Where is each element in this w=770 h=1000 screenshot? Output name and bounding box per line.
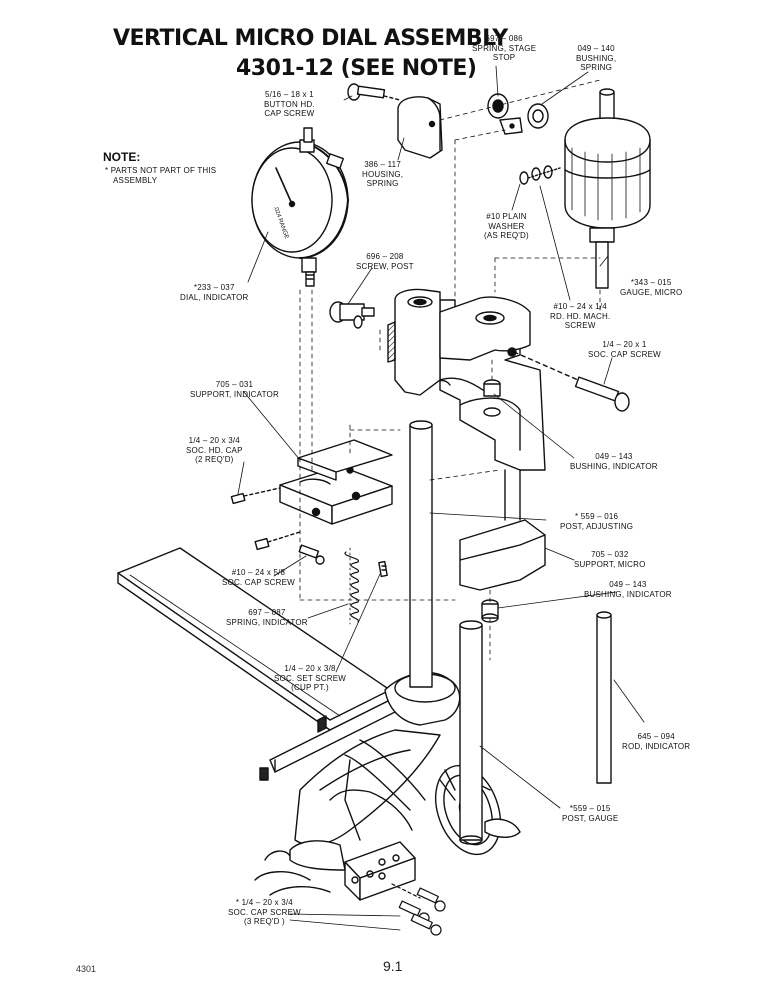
post-bracket [344, 841, 416, 901]
stand-casting [254, 671, 461, 896]
footer-code: 4301 [76, 964, 97, 974]
dial-indicator [251, 127, 349, 287]
note-text: * PARTS NOT PART OF THIS ASSEMBLY [105, 166, 216, 185]
support-indicator-upper [297, 439, 393, 481]
page-number: 9.1 [383, 958, 403, 974]
note-heading: NOTE: [103, 150, 141, 164]
post-gauge [459, 620, 483, 845]
spring-stage-stop [487, 93, 523, 135]
soc-cap-screw-58 [298, 544, 325, 565]
note-line-1: * PARTS NOT PART OF THIS [105, 166, 217, 175]
set-screw [378, 560, 388, 578]
plain-washers [519, 165, 561, 185]
support-indicator [279, 465, 393, 525]
soc-hd-cap-screws [230, 487, 301, 551]
title-line-2: 4301-12 (SEE NOTE) [236, 56, 477, 81]
button-hd-cap-screw [347, 83, 401, 101]
note-line-2: ASSEMBLY [113, 175, 158, 185]
housing-spring [397, 96, 443, 159]
spring-indicator [344, 547, 360, 625]
post-adjusting [409, 420, 433, 688]
soc-cap-screw-1 [513, 351, 630, 412]
soc-cap-screws-bottom [391, 883, 446, 936]
micro-gauge [564, 88, 651, 289]
bushing-indicator-upper [483, 379, 501, 417]
rod-indicator [596, 611, 612, 784]
base-table [117, 547, 396, 781]
clamp-block [387, 288, 531, 396]
assembly-lines [299, 79, 601, 661]
screw-post [329, 301, 375, 329]
leader-lines [237, 65, 645, 931]
title-line-1: VERTICAL MICRO DIAL ASSEMBLY [113, 26, 508, 51]
bushing-spring [527, 103, 549, 129]
